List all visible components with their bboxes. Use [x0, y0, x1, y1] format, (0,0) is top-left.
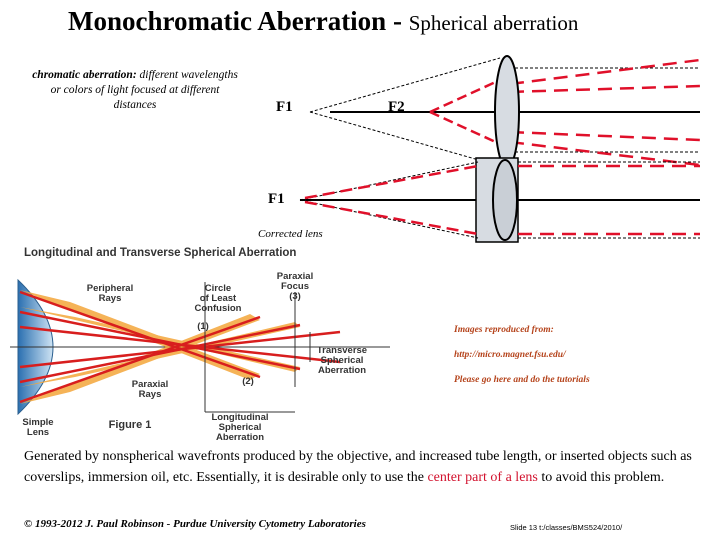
focus-label-f1-bottom: F1	[268, 191, 285, 207]
uncorrected-lens-diagram	[309, 55, 701, 169]
lens-ray-diagrams	[299, 55, 701, 243]
ray-out-red-4	[509, 140, 701, 167]
peripheral-ray-lower	[19, 315, 261, 404]
red-rays	[19, 290, 341, 404]
ray-bottom-upper-red	[304, 164, 479, 200]
inner-ray-lower	[19, 330, 341, 369]
ray-top-f1-upper	[309, 57, 501, 113]
paraxial-ray-lower	[19, 323, 301, 384]
ray-bottom-lower-red	[304, 200, 479, 236]
paragraph-text-end: to avoid this problem.	[537, 470, 665, 485]
label-marker-2: (2)	[242, 376, 254, 387]
image-references: Images reproduced from: http://micro.mag…	[454, 324, 590, 399]
inner-ray-upper	[19, 325, 341, 364]
ray-top-f2-upper	[429, 78, 501, 114]
focus-label-f2-top: F2	[388, 99, 405, 115]
ray-out-red-2	[509, 84, 701, 94]
figure-title: Longitudinal and Transverse Spherical Ab…	[24, 247, 297, 259]
lens-top	[494, 55, 520, 169]
focus-label-f1-top: F1	[276, 99, 293, 115]
slide-title: Monochromatic Aberration - Spherical abe…	[68, 6, 578, 37]
corrected-lens-caption: Corrected lens	[258, 228, 323, 240]
footer-copyright: © 1993-2012 J. Paul Robinson - Purdue Un…	[24, 518, 366, 530]
reference-line-3: Please go here and do the tutorials	[454, 375, 590, 385]
paragraph-highlight: center part of a lens	[427, 470, 538, 485]
ray-top-f2-lower	[429, 110, 501, 146]
ray-top-f1-lower	[309, 111, 501, 167]
chromatic-label: chromatic aberration:	[32, 69, 137, 81]
ray-out-red-1	[509, 58, 701, 86]
lens-bottom	[492, 159, 518, 241]
chromatic-text: different wavelengths or colors of light…	[50, 69, 238, 111]
paraxial-ray-upper	[19, 310, 301, 371]
reference-url[interactable]: http://micro.magnet.fsu.edu/	[454, 350, 566, 360]
chromatic-aberration-note: chromatic aberration: different waveleng…	[30, 68, 240, 113]
spherical-aberration-figure	[10, 278, 390, 416]
peripheral-ray-upper	[19, 290, 261, 379]
reference-line-1: Images reproduced from:	[454, 325, 554, 335]
ray-out-red-3	[509, 130, 701, 142]
corrected-lens-diagram	[299, 157, 700, 243]
title-main: Monochromatic Aberration -	[68, 6, 409, 36]
footer-slide-ref: Slide 13 t:/classes/BMS524/2010/	[510, 523, 623, 532]
label-figure-1: Figure 1	[108, 419, 152, 431]
label-marker-1: (1)	[197, 321, 209, 332]
paragraph-text-start: Generated by nonspherical wavefronts pro…	[24, 449, 692, 485]
title-subtitle: Spherical aberration	[408, 11, 579, 35]
body-paragraph: Generated by nonspherical wavefronts pro…	[24, 446, 696, 488]
